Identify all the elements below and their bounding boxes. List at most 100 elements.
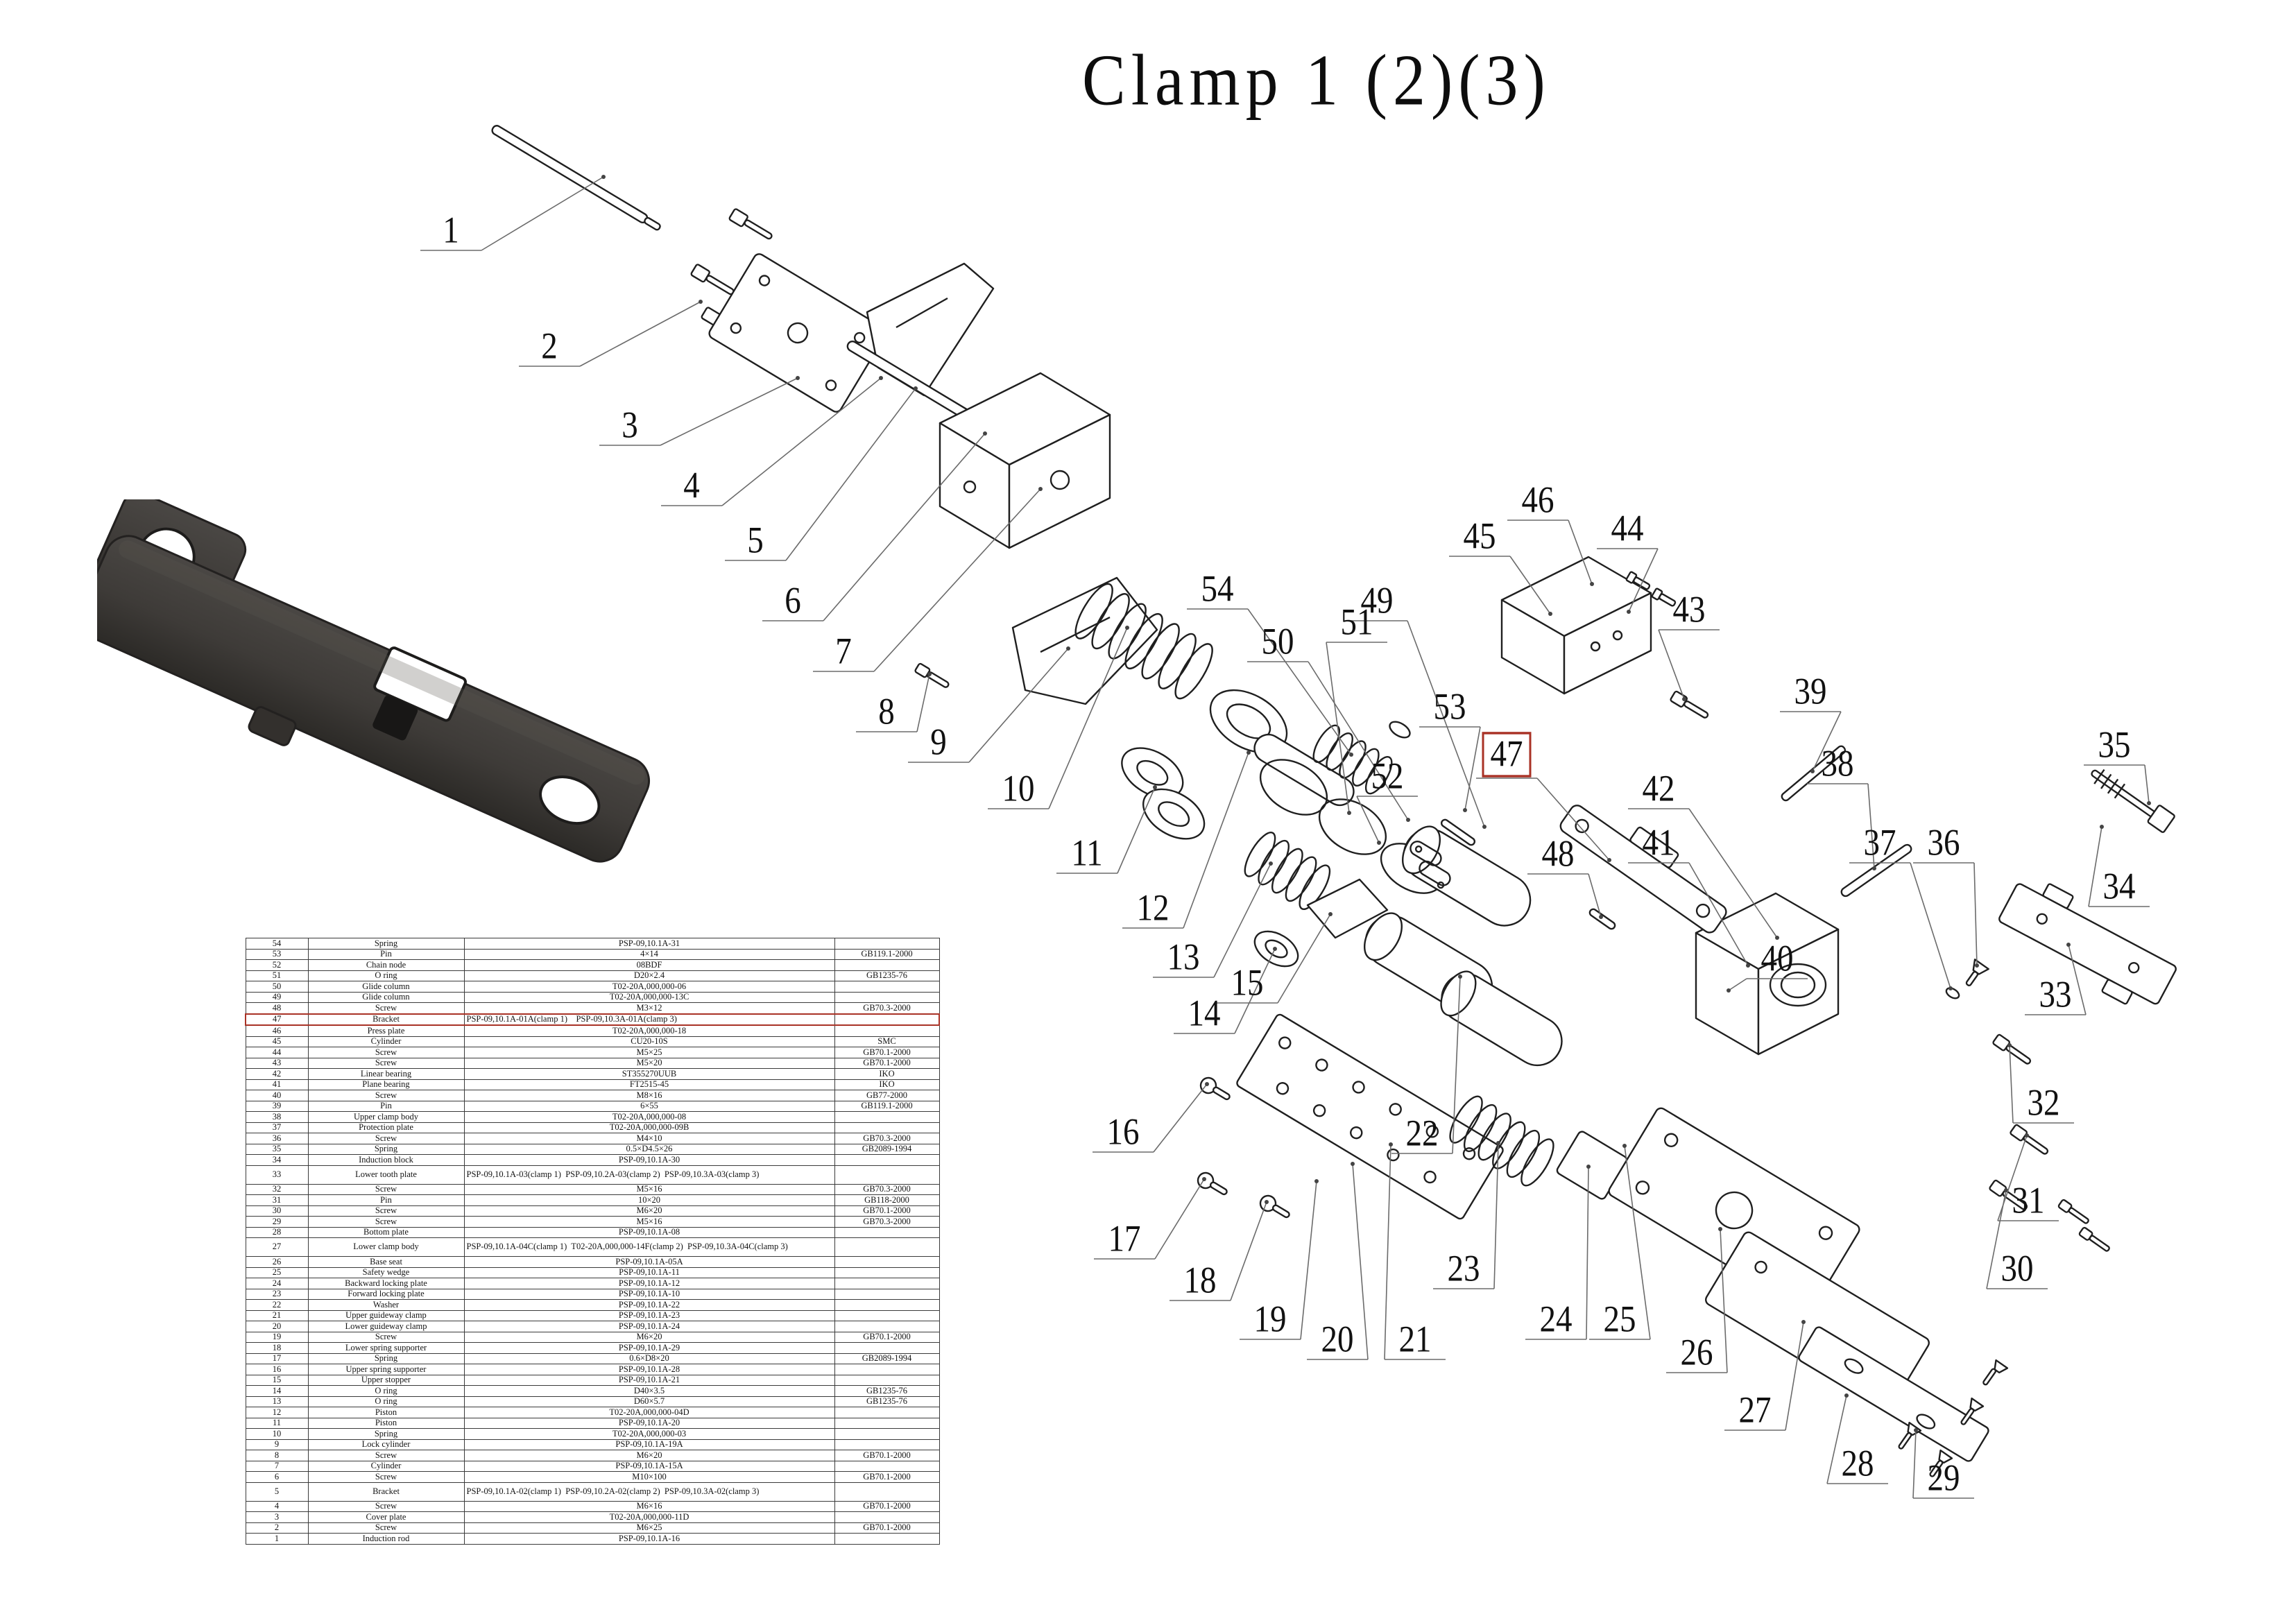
part-photo [97,499,650,863]
cell-spec: M6×25 [463,1522,835,1534]
callout-45: 45 [1463,515,1496,558]
cell-spec: D20×2.4 [463,970,835,981]
cell-name: Protection plate [307,1122,465,1133]
cell-spec: 6×55 [463,1100,835,1112]
callout-7: 7 [835,630,852,673]
cell-std: GB70.1-2000 [834,1450,940,1461]
cell-no: 42 [245,1068,309,1080]
cell-std [834,1460,940,1472]
cell-spec: T02-20A,000,000-06 [463,981,835,993]
cell-no: 16 [245,1364,309,1375]
cell-std: GB70.1-2000 [834,1522,940,1534]
cell-spec: T02-20A,000,000-13C [463,991,835,1003]
cell-no: 54 [245,938,309,950]
cell-std: GB119.1-2000 [834,1100,940,1112]
cell-no: 49 [245,991,309,1003]
callout-49: 49 [1360,580,1394,622]
callout-36: 36 [1927,822,1960,864]
cell-no: 1 [245,1533,309,1545]
cell-std: IKO [834,1068,940,1080]
cell-std: GB70.1-2000 [834,1471,940,1483]
cell-no: 26 [245,1256,309,1268]
callout-32: 32 [2027,1082,2060,1124]
cell-no: 40 [245,1090,309,1101]
part-spring-10 [1074,583,1213,700]
cell-name: Spring [307,938,465,950]
cell-std [834,1364,940,1375]
cell-name: Screw [307,1133,465,1144]
callout-20: 20 [1321,1319,1354,1361]
cell-name: O ring [307,1385,465,1397]
cell-spec: PSP-09,10.1A-04C(clamp 1) T02-20A,000,00… [463,1237,835,1257]
cell-std [834,1024,940,1037]
part-piston-discs [1121,747,1206,840]
cell-no: 31 [245,1194,309,1206]
callout-27: 27 [1738,1389,1772,1432]
cell-std [834,1226,940,1238]
callout-51: 51 [1340,601,1373,644]
part-cylinder-body [939,372,1111,549]
cell-name: Upper clamp body [307,1111,465,1123]
cell-spec: M6×16 [463,1500,835,1512]
cell-no: 15 [245,1374,309,1386]
cell-spec: PSP-09,10.1A-29 [463,1342,835,1354]
callout-37: 37 [1863,822,1896,864]
cell-no: 8 [245,1450,309,1461]
cell-spec: PSP-09,10.1A-21 [463,1374,835,1386]
cell-no: 14 [245,1385,309,1397]
cell-std: GB2089-1994 [834,1353,940,1364]
cell-std: GB1235-76 [834,1396,940,1407]
part-countersunk-screws [1898,1359,2009,1477]
callout-52: 52 [1371,755,1404,798]
cell-no: 4 [245,1500,309,1512]
callout-2: 2 [541,325,558,368]
cell-spec: 08BDF [463,959,835,971]
cell-std [834,1256,940,1268]
cell-name: Lower tooth plate [307,1165,465,1185]
cell-no: 38 [245,1111,309,1123]
cell-name: Spring [307,1428,465,1440]
cell-std [834,1482,940,1502]
cell-std: GB70.1-2000 [834,1047,940,1058]
cell-std [834,1267,940,1278]
cell-name: Spring [307,1143,465,1155]
cell-name: Screw [307,1047,465,1058]
cell-spec: M8×16 [463,1090,835,1101]
callout-29: 29 [1927,1457,1960,1500]
part-smc-cylinder [1500,556,1652,695]
cell-no: 25 [245,1267,309,1278]
cell-name: Screw [307,1183,465,1195]
callout-13: 13 [1167,936,1200,979]
cell-name: Washer [307,1299,465,1311]
callout-16: 16 [1106,1111,1140,1153]
callout-38: 38 [1821,743,1854,785]
cell-name: Bracket [307,1482,465,1502]
cell-std [834,1154,940,1166]
cell-no: 12 [245,1407,309,1418]
cell-no: 34 [245,1154,309,1166]
cell-std: SMC [834,1036,940,1047]
cell-spec: PSP-09,10.1A-02(clamp 1) PSP-09,10.2A-02… [463,1482,835,1502]
cell-no: 41 [245,1079,309,1090]
cell-spec: PSP-09,10.1A-24 [463,1321,835,1332]
callout-30: 30 [2001,1248,2034,1290]
cell-std: GB1235-76 [834,1385,940,1397]
cell-spec: D60×5.7 [463,1396,835,1407]
cell-std [834,1111,940,1123]
callout-40: 40 [1760,938,1794,980]
cell-no: 33 [245,1165,309,1185]
cell-spec: PSP-09,10.1A-10 [463,1288,835,1300]
cell-no: 47 [245,1013,309,1026]
